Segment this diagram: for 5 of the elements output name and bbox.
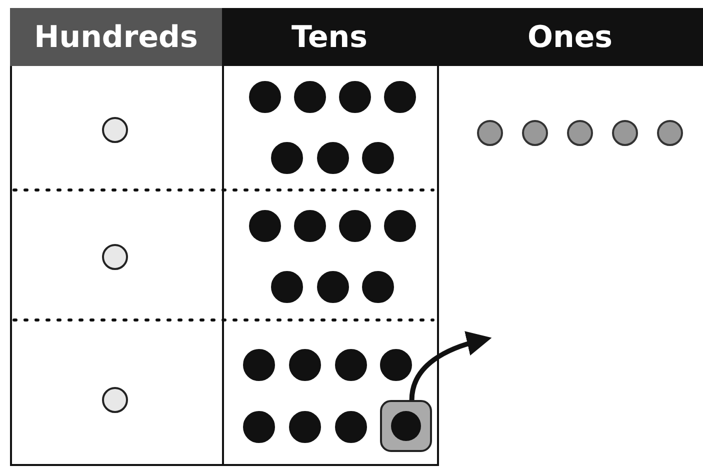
column-header: Tens xyxy=(222,8,437,66)
column-header: Ones xyxy=(437,8,703,66)
highlighted-counter xyxy=(380,400,432,452)
column-header: Hundreds xyxy=(10,8,222,66)
arrow xyxy=(409,332,492,400)
